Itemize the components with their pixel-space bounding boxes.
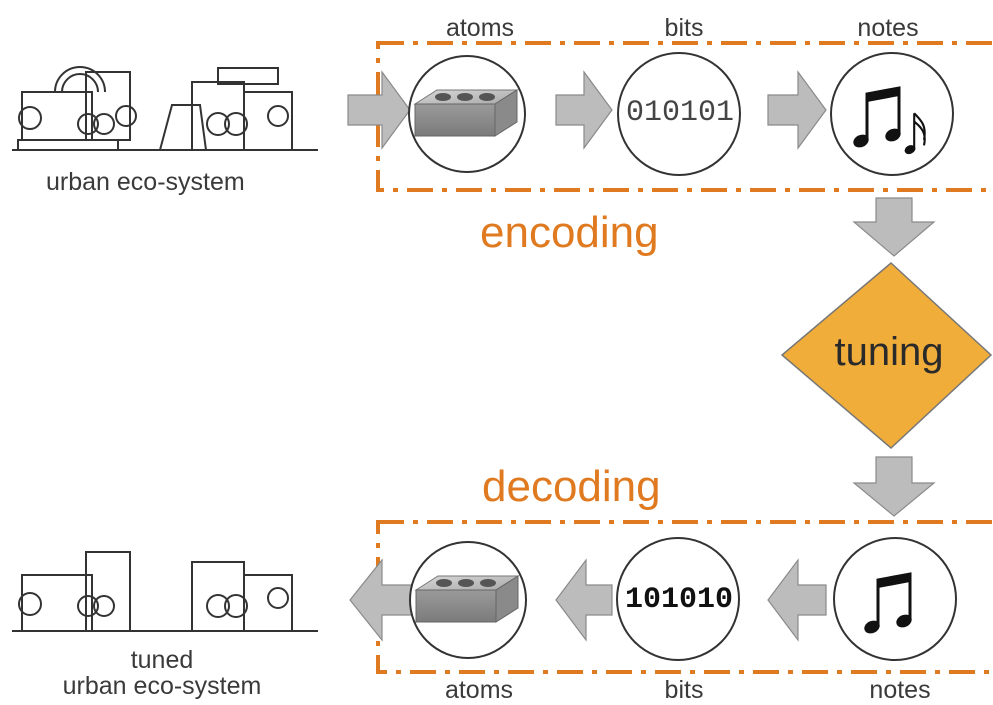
bits-label-top: bits <box>664 14 704 42</box>
tuning-diamond <box>780 262 993 450</box>
arrow-left-2 <box>555 558 613 642</box>
bits-circle-bottom <box>616 537 740 661</box>
bits-value-top: 010101 <box>625 96 735 130</box>
tuned-label-line1: tuned <box>130 646 194 674</box>
arrow-right-3 <box>767 70 827 150</box>
arrow-right-1 <box>347 70 411 150</box>
brick-icon-top <box>414 89 518 137</box>
urban-eco-system-label: urban eco-system <box>46 168 245 196</box>
brick-icon-bottom <box>415 575 519 623</box>
urban-eco-system-drawing <box>12 66 318 151</box>
bits-circle-top <box>617 52 741 176</box>
music-notes-icon-top <box>849 86 926 155</box>
decoding-label: decoding <box>482 462 661 511</box>
encoding-box <box>376 41 993 192</box>
bits-value-bottom: 101010 <box>624 583 734 617</box>
bits-label-bottom: bits <box>664 676 704 704</box>
arrow-right-2 <box>555 70 613 150</box>
tuned-urban-eco-system-label: tuned urban eco-system <box>63 647 262 699</box>
atoms-label-bottom: atoms <box>444 676 514 704</box>
notes-label-bottom: notes <box>869 676 931 704</box>
tuning-label: tuning <box>834 330 944 374</box>
tuned-label-line2: urban eco-system <box>62 672 262 700</box>
atoms-label-top: atoms <box>445 14 515 42</box>
encoding-label: encoding <box>480 208 659 257</box>
arrow-down-2 <box>852 456 936 517</box>
notes-circle-bottom <box>833 537 957 661</box>
arrow-left-1 <box>349 558 413 642</box>
notes-circle-top <box>830 52 954 176</box>
tuned-urban-eco-system-drawing <box>12 551 318 632</box>
arrow-left-3 <box>767 558 827 642</box>
arrow-down-1 <box>852 197 936 257</box>
notes-label-top: notes <box>857 14 919 42</box>
